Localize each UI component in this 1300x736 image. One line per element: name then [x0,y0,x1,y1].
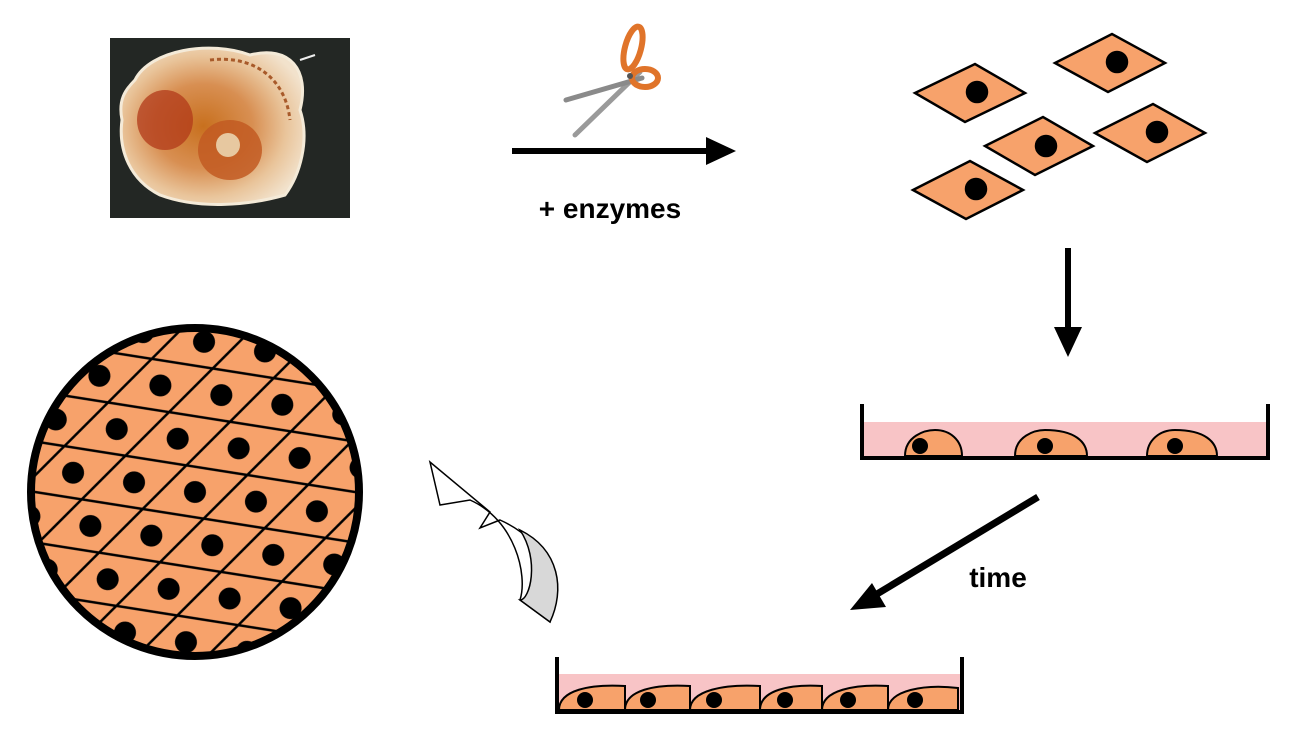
enzymes-label: + enzymes [539,193,681,224]
confluent-dish-top-view [27,324,363,660]
culture-dish-sparse [860,404,1270,460]
culture-dish-confluent [555,657,964,714]
arrow-down [1054,248,1082,357]
tissue-photo [110,38,350,218]
arrow-diagonal [850,494,1040,610]
curved-arrow [428,459,559,624]
scissors-icon [563,23,661,138]
arrow-right [512,137,736,165]
dissociated-cells [910,32,1208,221]
time-label: time [969,562,1027,593]
